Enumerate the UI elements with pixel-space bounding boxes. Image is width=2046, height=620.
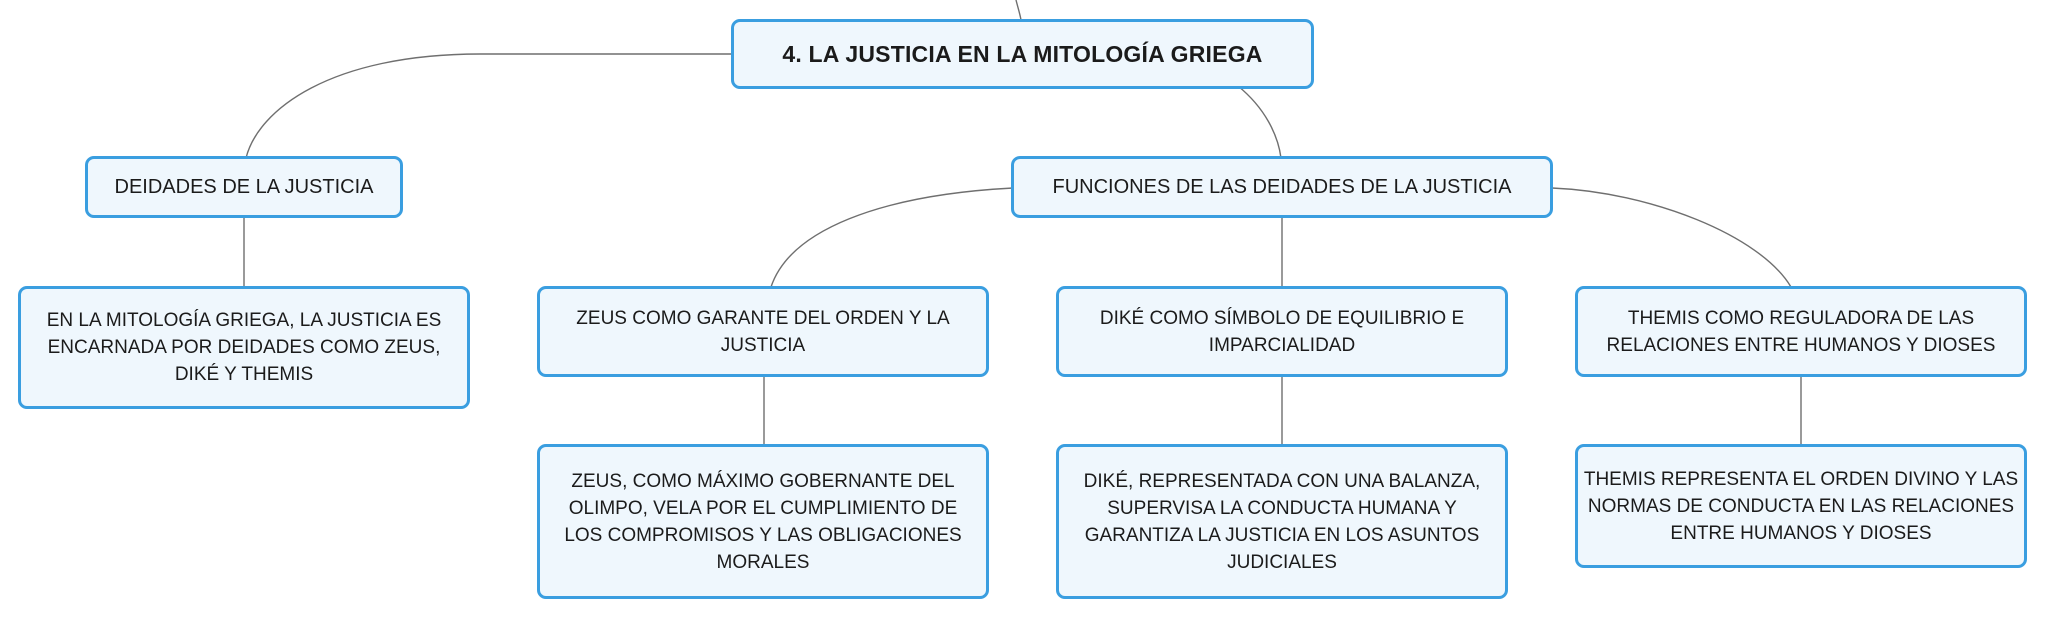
topic-dike-label: DIKÉ COMO SÍMBOLO DE EQUILIBRIO E IMPARC… xyxy=(1099,307,1465,356)
topic-dike[interactable]: DIKÉ COMO SÍMBOLO DE EQUILIBRIO E IMPARC… xyxy=(1056,286,1508,377)
topic-zeus-label: ZEUS COMO GARANTE DEL ORDEN Y LA JUSTICI… xyxy=(576,307,950,356)
topic-deidades-detail-label: EN LA MITOLOGÍA GRIEGA, LA JUSTICIA ES E… xyxy=(46,310,442,385)
topic-funciones[interactable]: FUNCIONES DE LAS DEIDADES DE LA JUSTICIA xyxy=(1011,156,1553,218)
topic-funciones-label: FUNCIONES DE LAS DEIDADES DE LA JUSTICIA xyxy=(1052,175,1512,198)
topic-dike-detail[interactable]: DIKÉ, REPRESENTADA CON UNA BALANZA, SUPE… xyxy=(1056,444,1508,599)
connector-funciones-to-zeus xyxy=(770,187,1014,288)
topic-deidades-label: DEIDADES DE LA JUSTICIA xyxy=(114,175,374,198)
connector-funciones-to-themis xyxy=(1551,187,1792,288)
topic-zeus[interactable]: ZEUS COMO GARANTE DEL ORDEN Y LA JUSTICI… xyxy=(537,286,989,377)
topic-themis-label: THEMIS COMO REGULADORA DE LAS RELACIONES… xyxy=(1606,307,1996,356)
topic-themis[interactable]: THEMIS COMO REGULADORA DE LAS RELACIONES… xyxy=(1575,286,2027,377)
connector-parent-to-root xyxy=(1015,0,1022,21)
topic-themis-detail[interactable]: THEMIS REPRESENTA EL ORDEN DIVINO Y LAS … xyxy=(1575,444,2027,568)
topic-deidades-detail[interactable]: EN LA MITOLOGÍA GRIEGA, LA JUSTICIA ES E… xyxy=(18,286,470,409)
connector-root-to-funciones xyxy=(1237,85,1282,159)
root-topic[interactable]: 4. LA JUSTICIA EN LA MITOLOGÍA GRIEGA xyxy=(731,19,1314,89)
topic-zeus-detail-label: ZEUS, COMO MÁXIMO GOBERNANTE DEL OLIMPO,… xyxy=(564,470,962,573)
connector-root-to-deidades xyxy=(245,53,732,159)
topic-zeus-detail[interactable]: ZEUS, COMO MÁXIMO GOBERNANTE DEL OLIMPO,… xyxy=(537,444,989,599)
topic-dike-detail-label: DIKÉ, REPRESENTADA CON UNA BALANZA, SUPE… xyxy=(1083,470,1481,573)
topic-deidades[interactable]: DEIDADES DE LA JUSTICIA xyxy=(85,156,403,218)
topic-themis-detail-label: THEMIS REPRESENTA EL ORDEN DIVINO Y LAS … xyxy=(1583,468,2019,544)
root-topic-label: 4. LA JUSTICIA EN LA MITOLOGÍA GRIEGA xyxy=(782,40,1263,67)
